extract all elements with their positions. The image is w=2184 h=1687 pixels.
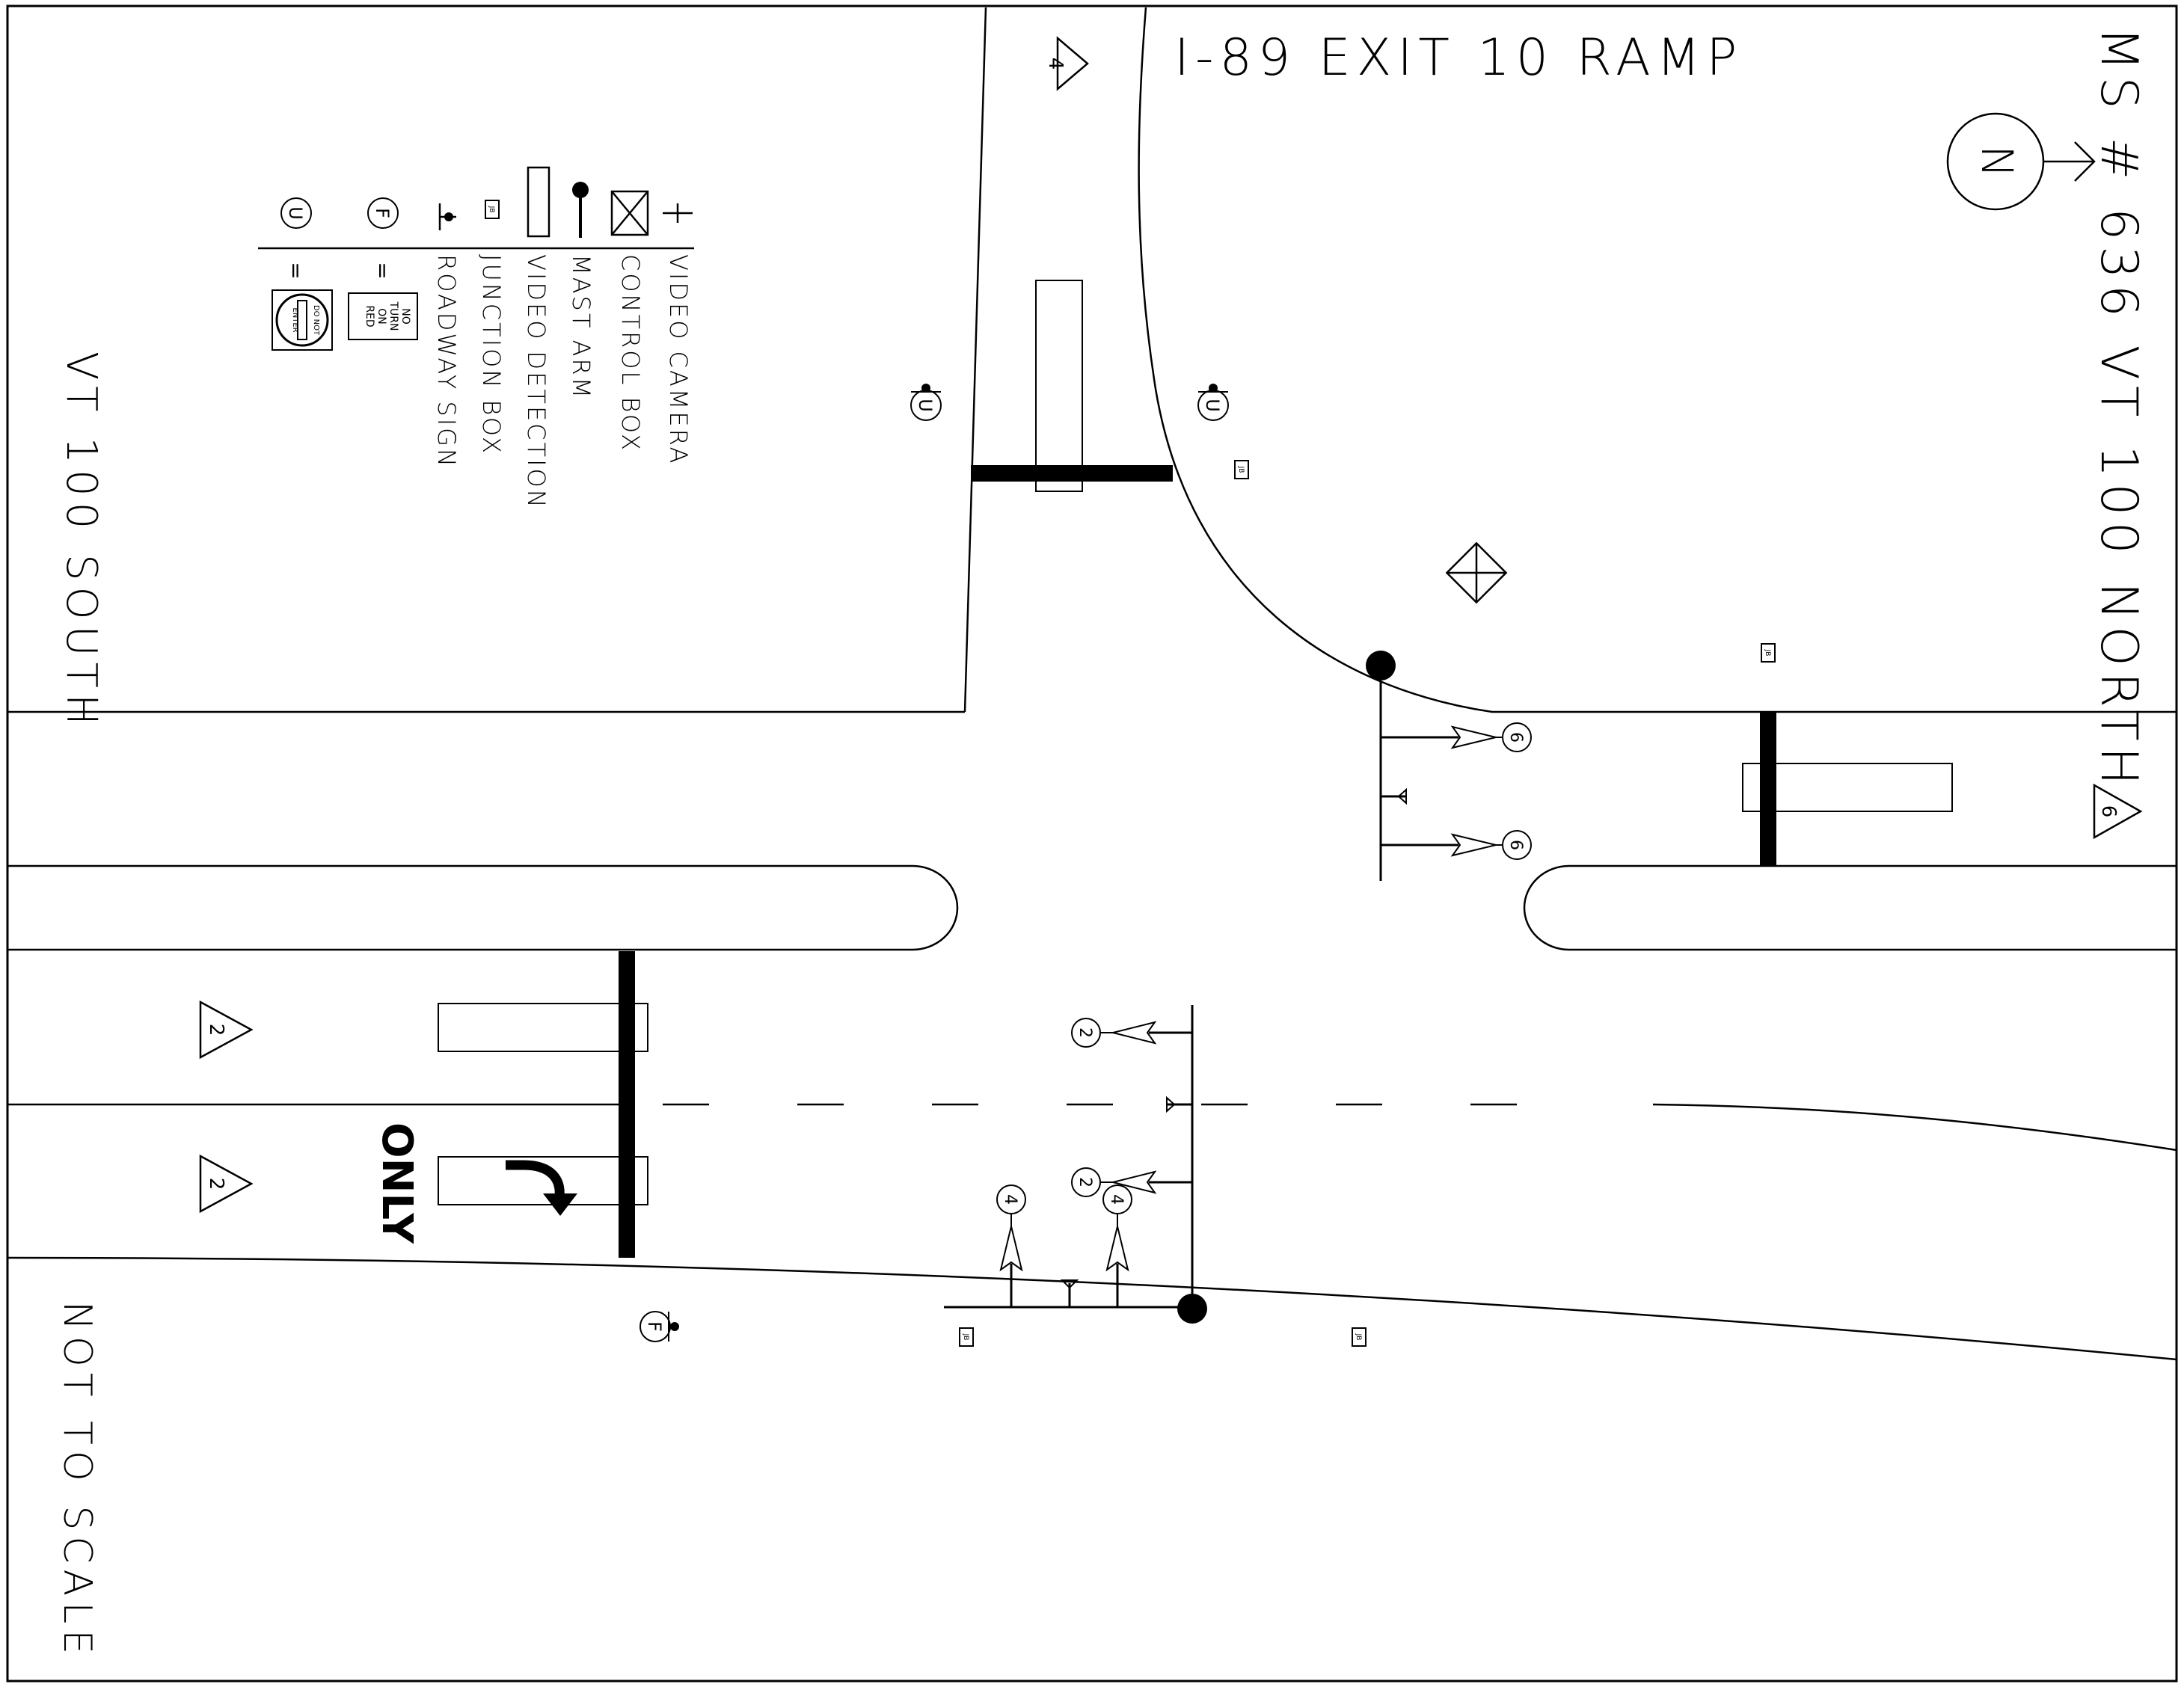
svg-text:2: 2 [205,1178,227,1190]
signal-head-south-a: 2 [1071,1018,1157,1048]
svg-text:DO NOT: DO NOT [312,305,320,336]
control-box-icon [610,190,649,236]
svg-text:ONLY: ONLY [372,1122,421,1244]
roadway-sign-ramp-right: U [1197,384,1229,421]
sheet-border [6,4,2178,1683]
legend-label-roadway-sign: ROADWAY SIGN [432,254,461,469]
mast-arm-south [944,1005,1207,1324]
svg-text:U: U [285,206,306,220]
junction-box-north [1761,643,1776,663]
svg-text:4: 4 [1044,58,1067,70]
phase-triangle-south-lower: 2 [199,1154,254,1214]
video-detection-zones [438,280,1953,1205]
signal-head-ramp-b: 4 [1102,1184,1132,1272]
pavement-only-marking: ONLY [372,1122,421,1244]
sheet-label: MS # 636 VT 100 NORTH [2089,27,2148,791]
svg-text:N: N [1972,145,2022,177]
no-turn-on-red-line-3: ON [375,308,387,325]
svg-text:2: 2 [205,1024,227,1036]
svg-text:4: 4 [1001,1194,1019,1205]
junction-box-ramp [1234,460,1249,479]
south-road-label: VT 100 SOUTH [57,351,105,731]
svg-text:=: = [370,262,395,279]
mast-arm-icon [572,182,589,238]
legend-label-video-detection: VIDEO DETECTION [522,254,550,510]
junction-box-south-right [1352,1327,1366,1347]
svg-text:F: F [372,208,393,218]
svg-text:F: F [644,1321,665,1332]
road-edges [7,7,2177,1361]
mast-arm-north [1366,651,1458,881]
svg-text:6: 6 [2097,805,2120,818]
svg-text:6: 6 [1506,732,1525,743]
no-turn-on-red-line-1: NO [399,308,411,325]
legend-label-mast-arm: MAST ARM [567,254,595,400]
legend-sign-f: F = NO TURN ON RED [348,197,418,340]
signal-head-north-a: 6 [1450,722,1532,752]
stop-bars [619,465,1776,1258]
scale-note: NOT TO SCALE [55,1301,99,1660]
control-box [1445,541,1508,604]
video-detection-icon [527,166,550,238]
legend-label-video-camera: VIDEO CAMERA [664,254,693,465]
junction-box-icon [485,200,500,219]
diagram-title: I-89 EXIT 10 RAMP [1174,28,1743,87]
svg-text:2: 2 [1076,1177,1094,1187]
svg-text:2: 2 [1076,1027,1094,1038]
svg-text:4: 4 [1107,1194,1126,1205]
legend-label-control-box: CONTROL BOX [616,254,645,452]
legend-label-junction-box: JUNCTION BOX [477,254,506,455]
phase-triangle-north: 6 [2093,783,2143,840]
legend-sign-u: U = DO NOT ENTER [272,197,333,351]
signal-head-south-b: 2 [1071,1167,1157,1197]
svg-text:U: U [1202,399,1223,412]
phase-triangle-south-upper: 2 [199,1000,254,1060]
svg-text:6: 6 [1506,840,1525,850]
signal-head-ramp-a: 4 [996,1184,1026,1272]
video-camera-icon [663,203,693,223]
legend: F = NO TURN ON RED U = DO NOT ENTER VIDE… [258,166,694,510]
phase-triangle-ramp: 4 [1044,36,1089,91]
right-turn-arrow-icon [506,1160,577,1216]
signal-head-north-b: 6 [1450,830,1532,860]
junction-box-south-left [959,1327,974,1347]
roadway-sign-south-corner: F [639,1311,679,1342]
svg-text:U: U [915,399,936,412]
no-turn-on-red-line-2: TURN [387,301,399,331]
roadway-sign-ramp-left: U [910,384,942,421]
svg-text:ENTER: ENTER [291,307,299,332]
svg-text:=: = [283,262,308,279]
north-arrow-icon: N [1946,112,2096,211]
no-turn-on-red-line-4: RED [364,305,375,327]
roadway-sign-icon [438,203,456,230]
